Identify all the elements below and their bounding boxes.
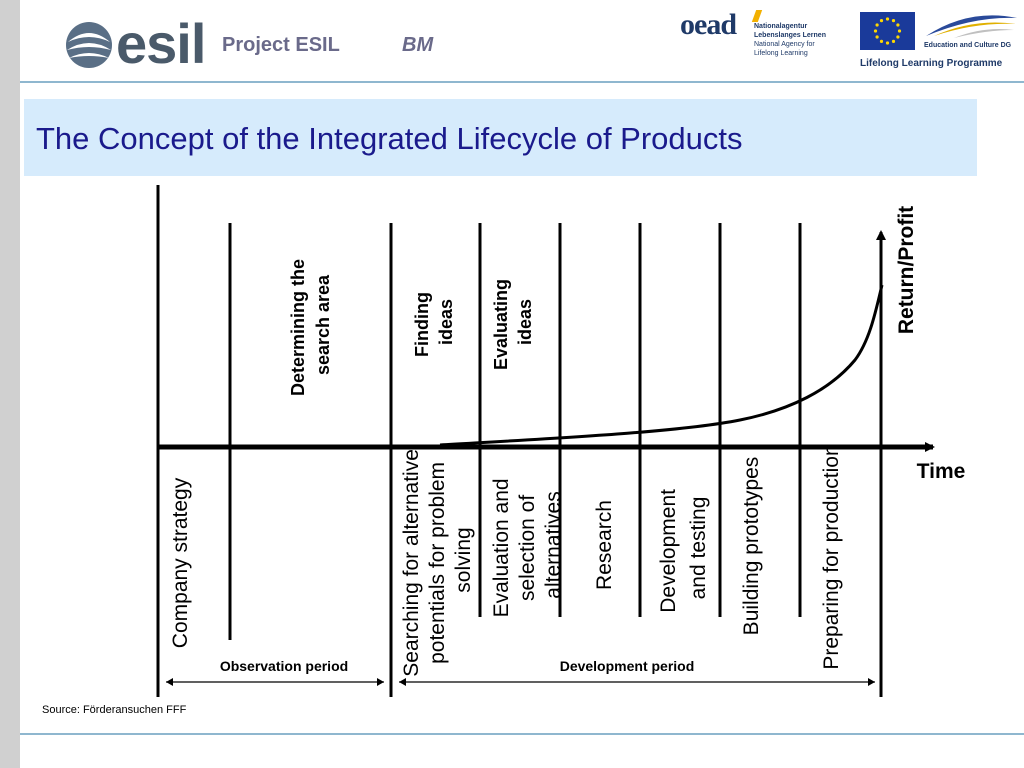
llp-swoosh-icon [926, 15, 1017, 38]
footer-divider [20, 733, 1024, 735]
label-time: Time [917, 460, 966, 483]
oead-agency-text: Nationalagentur Lebenslanges Lernen Nati… [754, 23, 826, 57]
lifelong-learning-logo: Education and Culture DG Lifelong Learni… [860, 8, 1020, 78]
llp-programme-text: Lifelong Learning Programme [860, 58, 1003, 69]
oead-wordmark: oead [680, 8, 737, 41]
label-determining-search-area: Determining the search area [288, 254, 333, 396]
label-preparing-production: Preparing for production [820, 444, 843, 669]
source-note: Source: Förderansuchen FFF [42, 704, 187, 716]
left-margin-bar [0, 0, 20, 768]
label-development-testing: Development and testing [657, 483, 710, 613]
oead-logo: oead Nationalagentur Lebenslanges Lernen… [680, 8, 850, 78]
eu-flag-icon [860, 12, 915, 50]
label-evaluation-selection: Evaluation and selection of alternatives [490, 473, 565, 618]
label-building-prototypes: Building prototypes [740, 457, 763, 636]
project-title: Project ESIL [222, 34, 340, 56]
label-evaluating-ideas: Evaluating ideas [491, 274, 535, 370]
return-profit-curve [439, 284, 884, 447]
label-company-strategy: Company strategy [169, 477, 192, 648]
esil-logo-text: esil [116, 12, 206, 75]
label-research: Research [593, 500, 616, 590]
project-subtitle: BM [402, 34, 434, 56]
label-development-period: Development period [560, 658, 695, 674]
esil-logo: esil [64, 14, 214, 74]
slide-title: The Concept of the Integrated Lifecycle … [36, 121, 743, 156]
label-searching-alternatives: Searching for alternative potentials for… [400, 443, 475, 676]
esil-wave-icon [66, 22, 112, 68]
title-box: The Concept of the Integrated Lifecycle … [24, 99, 977, 176]
label-return-profit: Return/Profit [895, 206, 918, 334]
header-divider [20, 81, 1024, 83]
llp-dg-text: Education and Culture DG [924, 42, 1012, 49]
label-observation-period: Observation period [220, 658, 348, 674]
label-finding-ideas: Finding ideas [412, 287, 456, 357]
